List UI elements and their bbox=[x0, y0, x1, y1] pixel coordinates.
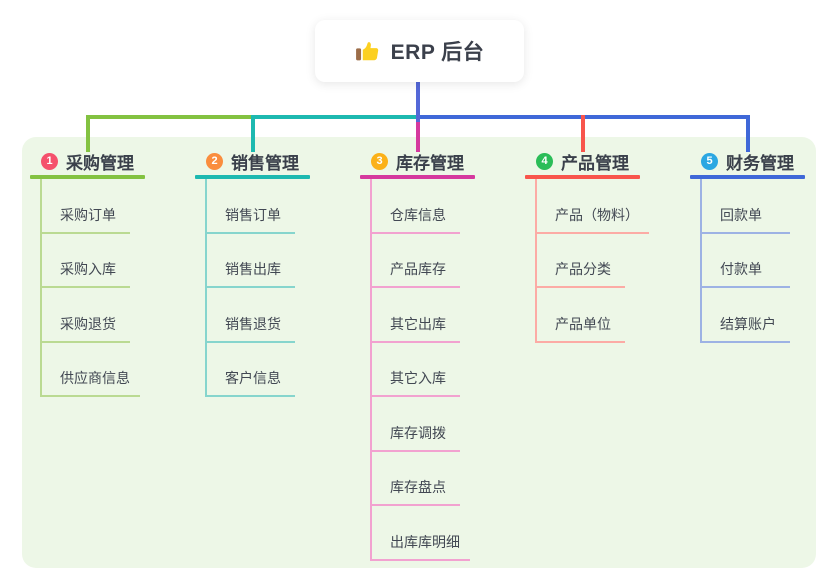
branch-drop-line bbox=[85, 115, 90, 152]
rail-segment bbox=[85, 115, 251, 119]
child-node-label: 其它入库 bbox=[372, 368, 460, 397]
branch-3: 3 库存管理仓库信息产品库存其它出库其它入库库存调拨库存盘点出库库明细 bbox=[360, 151, 530, 561]
child-node-label: 库存调拨 bbox=[372, 423, 460, 452]
branch-drop-line bbox=[415, 115, 420, 152]
child-node[interactable]: 采购订单 bbox=[42, 179, 140, 234]
child-node-label: 仓库信息 bbox=[372, 205, 460, 234]
root-drop-line bbox=[416, 82, 420, 122]
branch-number-badge: 3 bbox=[371, 153, 388, 170]
branch-underline bbox=[525, 175, 640, 179]
child-node-label: 供应商信息 bbox=[42, 368, 140, 397]
child-node[interactable]: 出库库明细 bbox=[372, 506, 470, 561]
child-node[interactable]: 其它入库 bbox=[372, 343, 470, 397]
child-node-label: 采购退货 bbox=[42, 314, 130, 343]
branch-underline bbox=[30, 175, 145, 179]
child-node-label: 出库库明细 bbox=[372, 532, 470, 561]
child-node-label: 产品库存 bbox=[372, 259, 460, 288]
child-node[interactable]: 仓库信息 bbox=[372, 179, 470, 234]
child-node[interactable]: 库存盘点 bbox=[372, 452, 470, 506]
child-node-label: 回款单 bbox=[702, 205, 790, 234]
branch-label: 财务管理 bbox=[726, 154, 794, 173]
child-node-label: 销售出库 bbox=[207, 259, 295, 288]
child-node-label: 产品（物料） bbox=[537, 205, 649, 234]
child-node[interactable]: 付款单 bbox=[702, 234, 790, 288]
child-node-label: 产品单位 bbox=[537, 314, 625, 343]
child-node-label: 采购订单 bbox=[42, 205, 130, 234]
child-node[interactable]: 销售订单 bbox=[207, 179, 295, 234]
branch-node[interactable]: 3 库存管理 bbox=[360, 151, 530, 173]
branch-children: 回款单付款单结算账户 bbox=[700, 179, 790, 343]
thumbs-up-icon bbox=[355, 38, 381, 64]
branch-underline bbox=[690, 175, 805, 179]
child-node[interactable]: 产品库存 bbox=[372, 234, 470, 288]
child-node[interactable]: 采购入库 bbox=[42, 234, 140, 288]
branches-panel-background bbox=[22, 137, 816, 568]
child-node-label: 销售退货 bbox=[207, 314, 295, 343]
child-node[interactable]: 结算账户 bbox=[702, 288, 790, 343]
child-node[interactable]: 库存调拨 bbox=[372, 397, 470, 452]
branch-drop-line bbox=[250, 115, 255, 152]
branch-number-badge: 1 bbox=[41, 153, 58, 170]
branch-node[interactable]: 1 采购管理 bbox=[30, 151, 200, 173]
branch-2: 2 销售管理销售订单销售出库销售退货客户信息 bbox=[195, 151, 365, 397]
branch-drop-line bbox=[580, 115, 585, 152]
child-node[interactable]: 产品（物料） bbox=[537, 179, 649, 234]
branch-number-badge: 4 bbox=[536, 153, 553, 170]
branch-underline bbox=[195, 175, 310, 179]
branch-children: 产品（物料） 产品分类产品单位 bbox=[535, 179, 649, 343]
branch-children: 采购订单采购入库采购退货供应商信息 bbox=[40, 179, 140, 397]
child-node[interactable]: 供应商信息 bbox=[42, 343, 140, 397]
branch-4: 4 产品管理产品（物料） 产品分类产品单位 bbox=[525, 151, 695, 343]
branch-drop-line bbox=[745, 115, 750, 152]
branch-underline bbox=[360, 175, 475, 179]
child-node-label: 销售订单 bbox=[207, 205, 295, 234]
child-node[interactable]: 回款单 bbox=[702, 179, 790, 234]
rail-segment bbox=[250, 115, 416, 119]
child-node[interactable]: 客户信息 bbox=[207, 343, 295, 397]
child-node[interactable]: 产品分类 bbox=[537, 234, 649, 288]
child-node-label: 客户信息 bbox=[207, 368, 295, 397]
child-node-label: 采购入库 bbox=[42, 259, 130, 288]
branch-node[interactable]: 2 销售管理 bbox=[195, 151, 365, 173]
child-node[interactable]: 采购退货 bbox=[42, 288, 140, 343]
child-node-label: 库存盘点 bbox=[372, 477, 460, 506]
branch-label: 销售管理 bbox=[231, 154, 299, 173]
child-node-label: 其它出库 bbox=[372, 314, 460, 343]
child-node[interactable]: 其它出库 bbox=[372, 288, 470, 343]
child-node[interactable]: 销售退货 bbox=[207, 288, 295, 343]
branch-children: 仓库信息产品库存其它出库其它入库库存调拨库存盘点出库库明细 bbox=[370, 179, 470, 561]
branch-node[interactable]: 5 财务管理 bbox=[690, 151, 839, 173]
branch-label: 采购管理 bbox=[66, 154, 134, 173]
branch-node[interactable]: 4 产品管理 bbox=[525, 151, 695, 173]
branch-label: 库存管理 bbox=[396, 154, 464, 173]
branch-number-badge: 2 bbox=[206, 153, 223, 170]
child-node-label: 付款单 bbox=[702, 259, 790, 288]
root-node[interactable]: ERP 后台 bbox=[315, 20, 524, 82]
branch-children: 销售订单销售出库销售退货客户信息 bbox=[205, 179, 295, 397]
branch-5: 5 财务管理回款单付款单结算账户 bbox=[690, 151, 839, 343]
branch-label: 产品管理 bbox=[561, 154, 629, 173]
child-node[interactable]: 产品单位 bbox=[537, 288, 649, 343]
child-node-label: 产品分类 bbox=[537, 259, 625, 288]
child-node-label: 结算账户 bbox=[702, 314, 790, 343]
child-node[interactable]: 销售出库 bbox=[207, 234, 295, 288]
root-title: ERP 后台 bbox=[390, 41, 485, 64]
branch-number-badge: 5 bbox=[701, 153, 718, 170]
branch-1: 1 采购管理采购订单采购入库采购退货供应商信息 bbox=[30, 151, 200, 397]
